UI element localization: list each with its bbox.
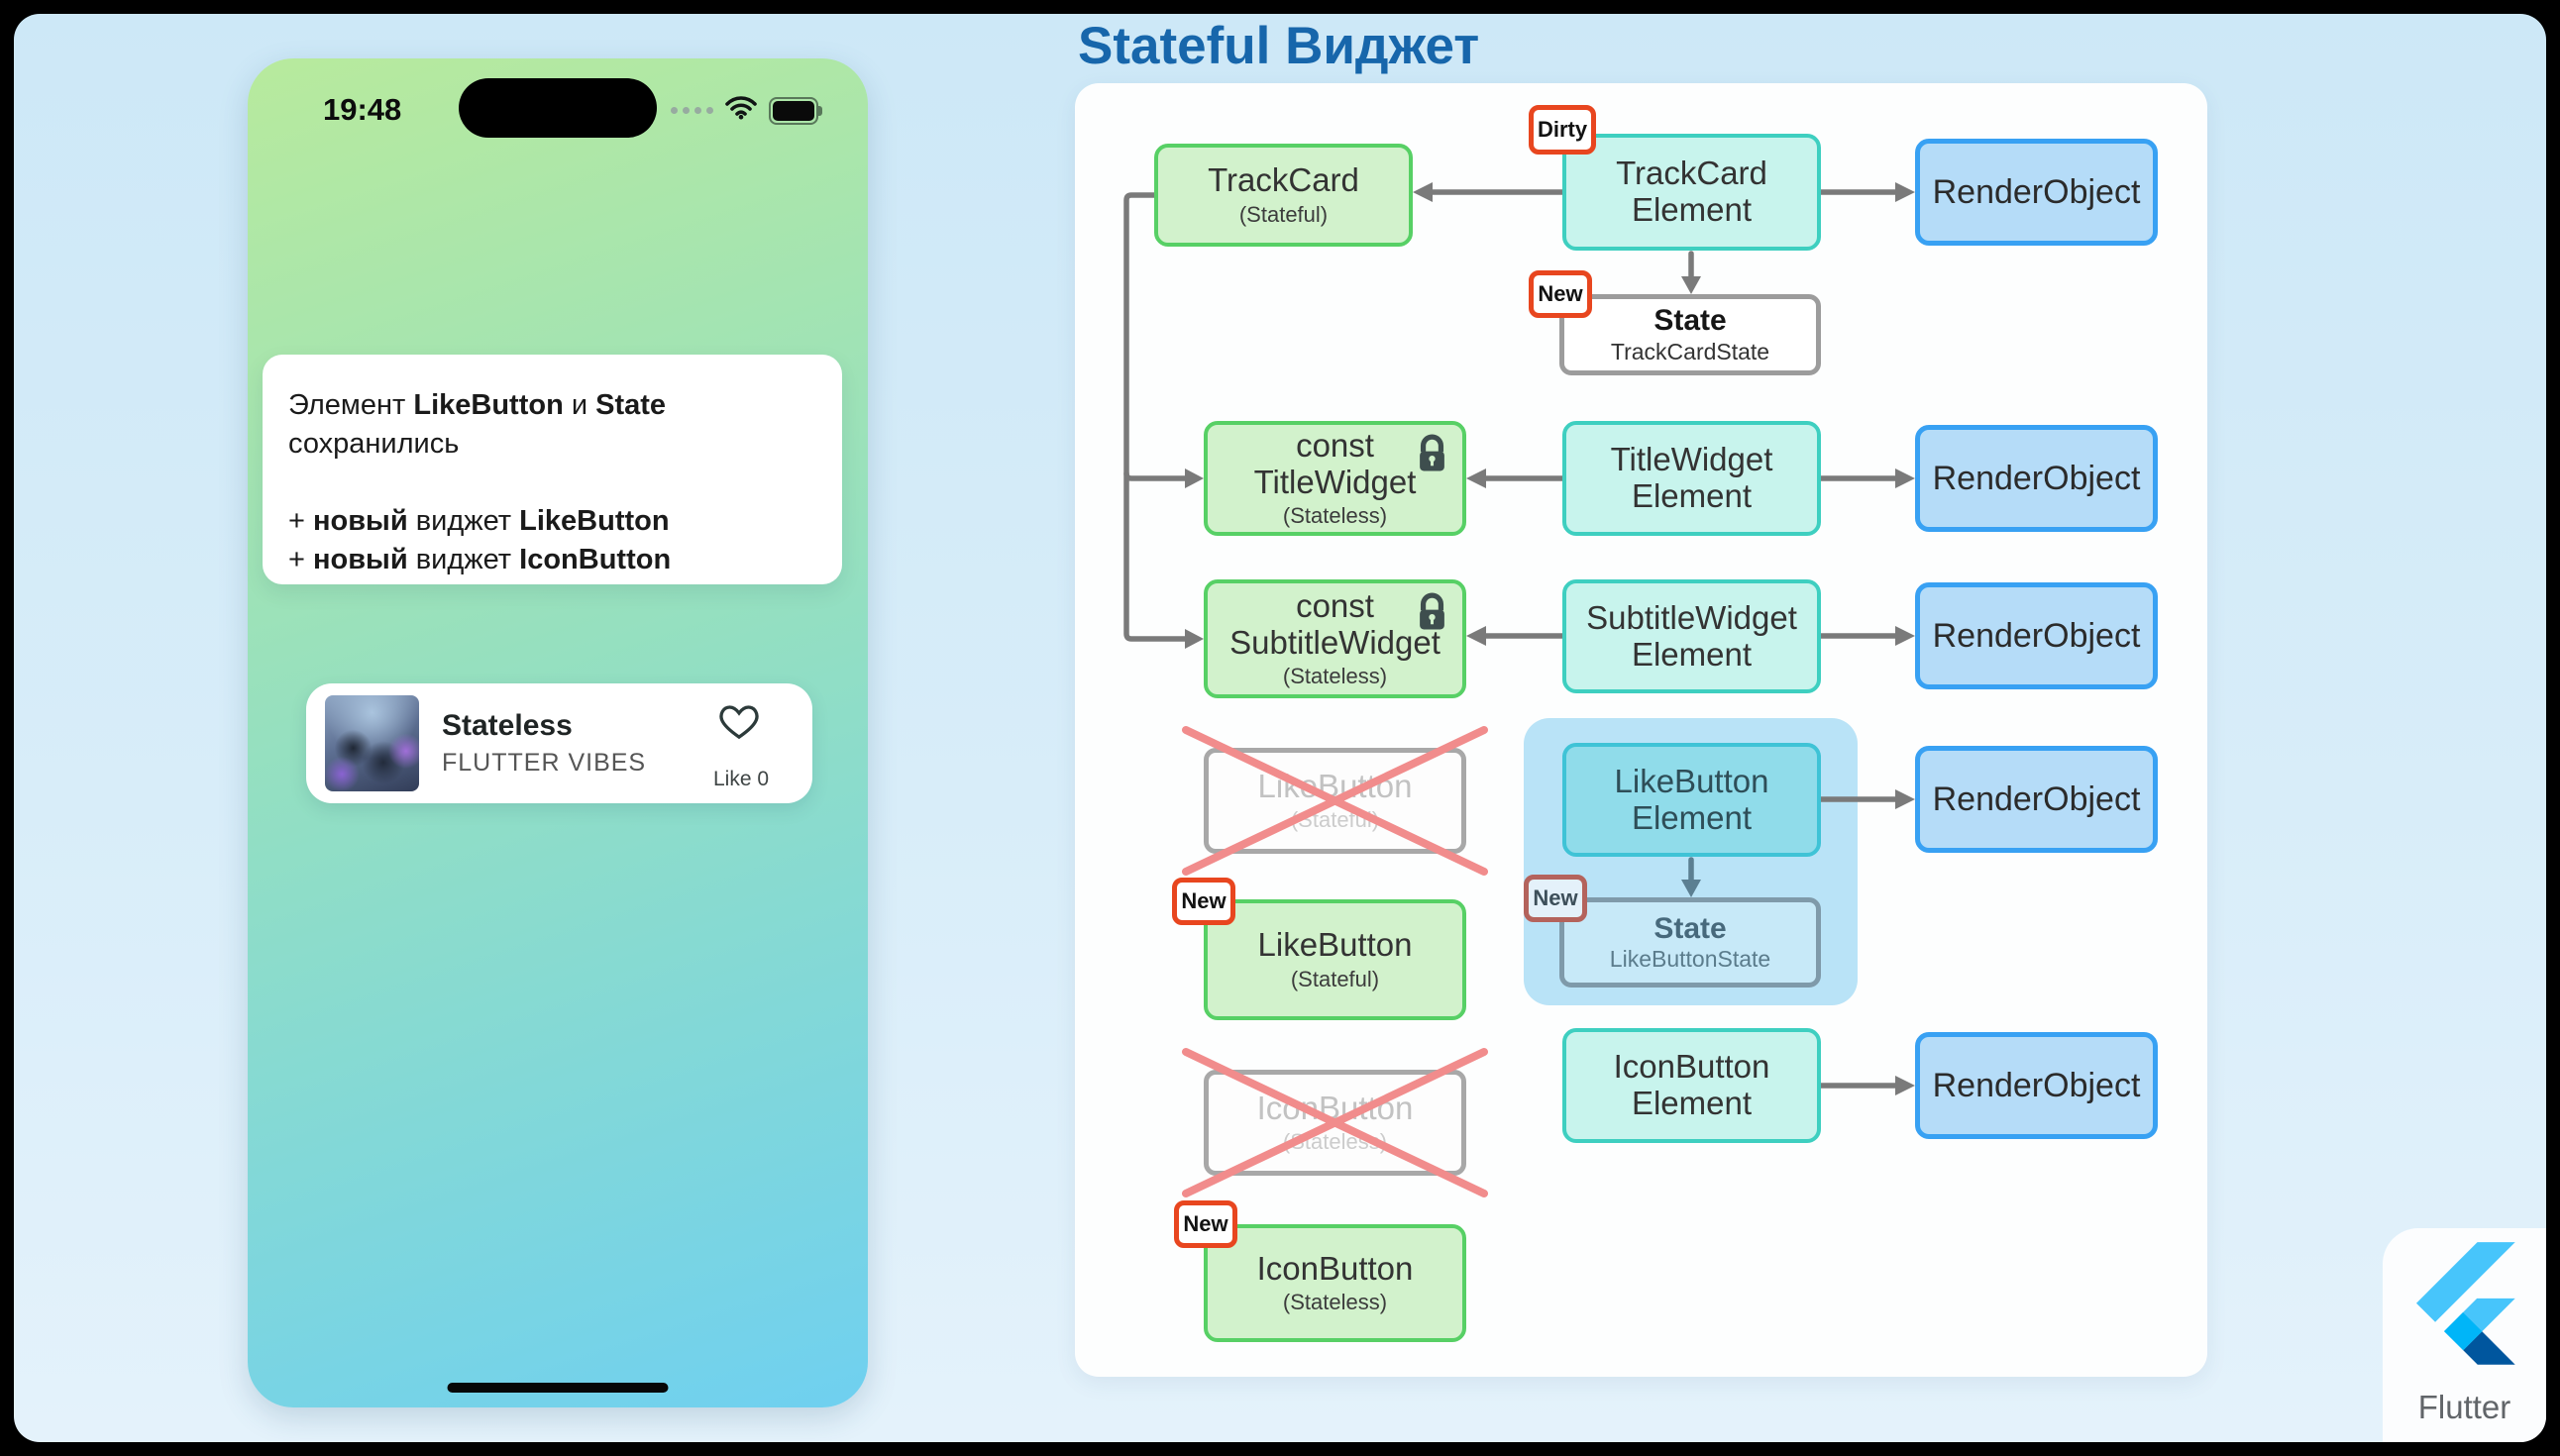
battery-icon: [769, 96, 822, 125]
render-object-box: RenderObject: [1915, 746, 2158, 853]
flutter-wordmark: Flutter: [2417, 1389, 2511, 1425]
lock-icon: [1416, 592, 1448, 634]
badge-new-iconbutton: New: [1174, 1200, 1237, 1248]
element-box-iconbutton: IconButton Element: [1562, 1028, 1821, 1143]
track-title: Stateless: [442, 709, 573, 742]
element-box-likebutton: LikeButton Element: [1562, 743, 1821, 857]
badge-dirty: Dirty: [1529, 105, 1596, 155]
badge-new-trackcardstate: New: [1529, 270, 1592, 318]
dynamic-island: [459, 78, 657, 138]
wifi-icon: [725, 96, 757, 125]
flutter-logo-icon: [2416, 1242, 2515, 1365]
album-art: [325, 695, 419, 791]
widget-box-new-likebutton: LikeButton (Stateful): [1204, 899, 1466, 1020]
render-object-box: RenderObject: [1915, 582, 2158, 689]
state-box-trackcardstate: State TrackCardState: [1559, 294, 1821, 375]
badge-new-likebuttonstate: New: [1524, 875, 1587, 922]
render-object-box: RenderObject: [1915, 1032, 2158, 1139]
element-box-trackcard: TrackCard Element: [1562, 134, 1821, 251]
widget-box-old-iconbutton: IconButton (Stateless): [1204, 1070, 1466, 1176]
status-icons: [671, 96, 822, 125]
state-box-likebuttonstate: State LikeButtonState: [1559, 897, 1821, 988]
flutter-brand-card: Flutter: [2383, 1228, 2546, 1442]
home-indicator[interactable]: [447, 1383, 669, 1393]
info-line: Элемент LikeButton и State: [288, 389, 667, 421]
info-line: + новый виджет LikeButton: [288, 505, 670, 537]
like-button[interactable]: [718, 701, 760, 741]
diagram-panel: TrackCard (Stateful) const TitleWidget (…: [1075, 83, 2207, 1377]
status-time: 19:48: [323, 92, 402, 127]
badge-new-likebutton: New: [1172, 878, 1235, 925]
info-line: сохранились: [288, 428, 460, 460]
render-object-box: RenderObject: [1915, 139, 2158, 246]
widget-box-const-titlewidget: const TitleWidget (Stateless): [1204, 421, 1466, 536]
widget-box-const-subtitlewidget: const SubtitleWidget (Stateless): [1204, 579, 1466, 698]
element-box-subtitlewidget: SubtitleWidget Element: [1562, 579, 1821, 693]
widget-box-new-iconbutton: IconButton (Stateless): [1204, 1224, 1466, 1342]
info-line: + новый виджет IconButton: [288, 544, 672, 575]
widget-box-old-likebutton: LikeButton (Stateful): [1204, 748, 1466, 854]
status-bar: 19:48: [248, 78, 868, 138]
info-card: Элемент LikeButton и State сохранились + н…: [263, 355, 842, 584]
info-line: [288, 464, 842, 502]
page-title: Stateful Виджет: [1078, 17, 1480, 75]
render-object-box: RenderObject: [1915, 425, 2158, 532]
widget-box-trackcard: TrackCard (Stateful): [1154, 144, 1413, 247]
track-subtitle: FLUTTER VIBES: [442, 749, 647, 777]
like-count: Like 0: [712, 768, 770, 790]
lock-icon: [1416, 434, 1448, 475]
signal-dots-icon: [671, 107, 713, 114]
element-box-titlewidget: TitleWidget Element: [1562, 421, 1821, 536]
track-card: Stateless FLUTTER VIBES Like 0: [306, 683, 812, 803]
